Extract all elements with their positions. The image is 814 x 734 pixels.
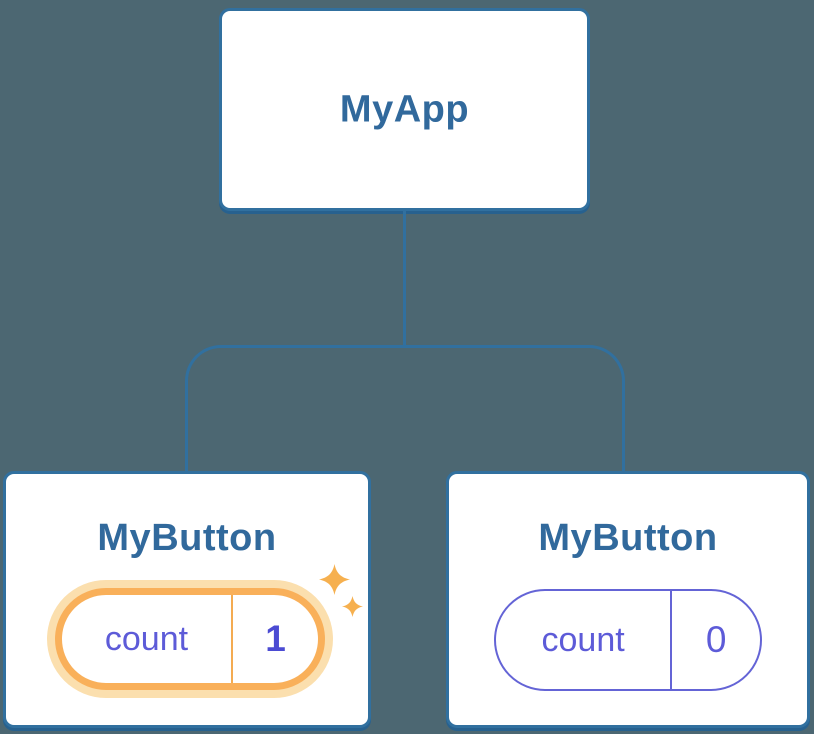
state-pill-highlighted: count 1 [55,588,325,690]
node-title: MyButton [538,517,718,559]
component-node-button-highlighted: MyButton count 1 [3,471,371,728]
pill-divider [670,591,673,689]
sparkle-icon [342,596,363,617]
pill-divider [230,595,233,683]
state-label: count [104,619,189,658]
state-value: 0 [705,619,727,660]
node-title: MyButton [97,517,277,559]
component-node-root: MyApp [219,8,590,211]
component-node-button-normal: MyButton count 0 [446,471,810,728]
state-pill: count 0 [494,589,762,691]
sparkle-icon [319,564,350,595]
state-label: count [541,620,625,659]
node-title: MyApp [339,88,470,130]
state-value: 1 [265,618,286,659]
connector-stem-line [403,211,406,347]
connector-branch-line [185,345,625,471]
